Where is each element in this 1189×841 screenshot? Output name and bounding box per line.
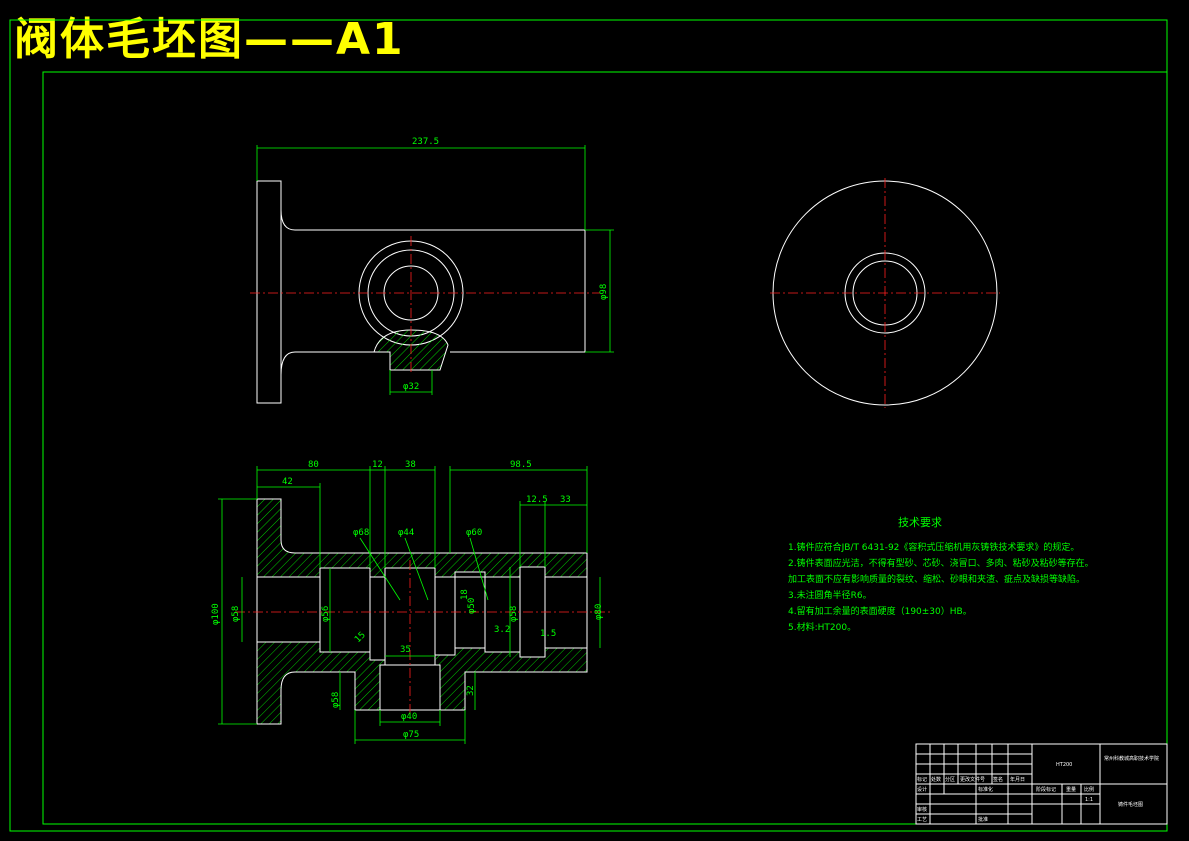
tb-header: 签名 — [993, 776, 1003, 783]
note-line: 加工表面不应有影响质量的裂纹、缩松、砂眼和夹渣、疵点及缺损等缺陷。 — [788, 573, 1085, 585]
dim-35: 35 — [400, 645, 411, 655]
tb-header: 分区 — [945, 776, 955, 783]
dim-33: 33 — [560, 495, 571, 505]
dim-phi50: φ50 — [467, 598, 477, 614]
front-view: 237.5 φ98 φ32 — [250, 137, 614, 404]
title-block-drawing-name: 铸件毛坯图 — [1118, 801, 1143, 808]
note-line: 4.留有加工余量的表面硬度（190±30）HB。 — [788, 605, 972, 617]
tb-row-label: 审核 — [917, 806, 927, 813]
dim-phi40: φ40 — [401, 712, 417, 722]
dim-98-5: 98.5 — [510, 460, 532, 470]
tb-header: 更改文件号 — [960, 776, 985, 783]
tb-row-label: 标准化 — [978, 786, 993, 793]
tb-stage-label: 比例 — [1084, 786, 1094, 793]
dim-phi58-right: φ58 — [509, 606, 519, 622]
dim-18: 18 — [460, 589, 470, 600]
drawing-title: 阀体毛坯图——A1 — [14, 14, 405, 65]
dim-phi58-bottom: φ58 — [331, 692, 341, 708]
dim-phi58-left: φ58 — [231, 606, 241, 622]
dim-phi100: φ100 — [211, 603, 221, 625]
tb-header: 年月日 — [1010, 776, 1025, 783]
dim-3-2: 3.2 — [494, 625, 510, 635]
tb-stage-label: 阶段标记 — [1036, 786, 1056, 793]
dim-length: 237.5 — [412, 137, 439, 147]
tb-header: 处数 — [931, 776, 941, 783]
dim-32: 32 — [466, 685, 476, 696]
note-line: 1.铸件应符合JB/T 6431-92《容积式压缩机用灰铸铁技术要求》的规定。 — [788, 541, 1079, 553]
technical-requirements: 技术要求 1.铸件应符合JB/T 6431-92《容积式压缩机用灰铸铁技术要求》… — [788, 516, 1094, 633]
tb-row-label: 批准 — [978, 816, 988, 823]
outer-frame — [9, 19, 1168, 832]
tb-header: 标记 — [917, 776, 927, 783]
title-block-scale: 1:1 — [1085, 797, 1093, 803]
tb-row-label: 设计 — [917, 786, 927, 793]
title-block-school: 常州科教城高职技术学院 — [1104, 755, 1159, 762]
dim-15: 15 — [353, 630, 368, 645]
inner-frame — [42, 71, 1168, 825]
dim-phi60: φ60 — [466, 528, 482, 538]
lower-wall-section — [256, 641, 588, 725]
note-line: 5.材料:HT200。 — [788, 621, 856, 633]
side-view — [770, 178, 1000, 408]
dim-80: 80 — [308, 460, 319, 470]
note-line: 2.铸件表面应光洁，不得有型砂、芯砂、浇冒口、多肉、粘砂及粘砂等存在。 — [788, 557, 1094, 569]
body-outline — [280, 209, 586, 353]
notes-heading: 技术要求 — [898, 516, 942, 529]
tb-stage-label: 重量 — [1066, 786, 1076, 793]
title-block-material: HT200 — [1056, 762, 1072, 768]
dim-12: 12 — [372, 460, 383, 470]
dim-38: 38 — [405, 460, 416, 470]
flange-outline — [256, 180, 282, 404]
note-line: 3.未注圆角半径R6。 — [788, 589, 872, 601]
dim-phi44: φ44 — [398, 528, 414, 538]
dim-phi56: φ56 — [321, 606, 331, 622]
dim-phi80: φ80 — [594, 604, 604, 620]
dim-1-5: 1.5 — [540, 629, 556, 639]
dim-phi75: φ75 — [403, 730, 419, 740]
dim-boss-hole: φ32 — [403, 382, 419, 392]
dim-12-5: 12.5 — [526, 495, 548, 505]
dim-42: 42 — [282, 477, 293, 487]
tb-row-label: 工艺 — [917, 817, 927, 823]
dim-height: φ98 — [599, 284, 609, 300]
title-block: HT200 常州科教城高职技术学院 铸件毛坯图 标记 处数 分区 更改文件号 签… — [915, 743, 1168, 825]
section-view: 80 12 38 98.5 42 12.5 33 φ100 φ58 φ56 φ8… — [211, 460, 610, 744]
dim-phi68: φ68 — [353, 528, 369, 538]
upper-wall-section — [256, 498, 588, 578]
